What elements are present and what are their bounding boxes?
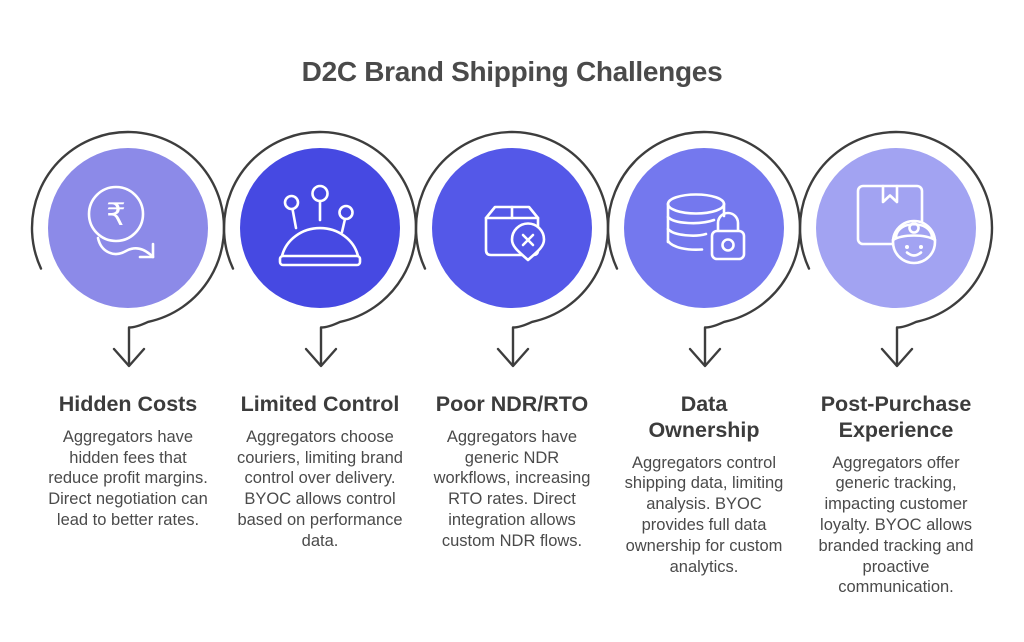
challenge-graphic xyxy=(414,130,610,368)
challenge-graphic: ₹ xyxy=(30,130,226,368)
down-arrowhead-icon xyxy=(496,347,530,368)
rupee-decline-icon: ₹ xyxy=(87,185,155,259)
challenge-description: Aggregators offer generic tracking, impa… xyxy=(818,453,974,597)
challenge-circle xyxy=(48,148,208,308)
challenge-description: Aggregators choose couriers, limiting br… xyxy=(237,427,403,550)
loop-arrow-outline xyxy=(798,130,994,367)
package-failed-delivery-icon xyxy=(484,205,546,262)
loop-arrow-outline xyxy=(606,130,802,367)
database-lock-icon xyxy=(666,193,746,261)
challenge-item-poor-ndr-rto: Poor NDR/RTO Aggregators have generic ND… xyxy=(414,126,610,598)
challenge-graphic xyxy=(798,130,994,368)
package-courier-icon xyxy=(856,184,937,265)
down-arrowhead-icon xyxy=(112,347,146,368)
loop-arrow-outline xyxy=(414,130,610,367)
challenge-item-post-purchase: Post-Purchase Experience Aggregators off… xyxy=(798,126,994,598)
challenge-heading: Poor NDR/RTO xyxy=(435,392,589,416)
challenge-description: Aggregators have generic NDR workflows, … xyxy=(433,427,591,550)
challenge-heading: Limited Control xyxy=(240,392,400,416)
challenge-graphic xyxy=(606,130,802,368)
down-arrowhead-icon xyxy=(304,347,338,368)
rupee-symbol: ₹ xyxy=(106,197,126,233)
challenge-circle xyxy=(816,148,976,308)
challenge-circle xyxy=(432,148,592,308)
challenges-row: ₹ Hidden Costs Aggregators have hidden f… xyxy=(0,126,1024,598)
challenge-description: Aggregators have hidden fees that reduce… xyxy=(48,427,208,529)
page-title: D2C Brand Shipping Challenges xyxy=(301,56,723,87)
challenge-heading: Hidden Costs xyxy=(58,392,198,416)
loop-arrow-outline xyxy=(222,130,418,367)
challenge-heading: Post-Purchase Experience xyxy=(820,392,972,442)
down-arrowhead-icon xyxy=(688,347,722,368)
challenge-heading: Data Ownership xyxy=(648,392,760,442)
challenge-description: Aggregators control shipping data, limit… xyxy=(624,453,784,576)
challenge-item-limited-control: Limited Control Aggregators choose couri… xyxy=(222,126,418,598)
pincushion-pins-icon xyxy=(278,184,362,267)
challenge-item-hidden-costs: ₹ Hidden Costs Aggregators have hidden f… xyxy=(30,126,226,598)
challenge-graphic xyxy=(222,130,418,368)
down-arrowhead-icon xyxy=(880,347,914,368)
challenge-circle xyxy=(624,148,784,308)
challenge-item-data-ownership: Data Ownership Aggregators control shipp… xyxy=(606,126,802,598)
loop-arrow-outline xyxy=(30,130,226,367)
